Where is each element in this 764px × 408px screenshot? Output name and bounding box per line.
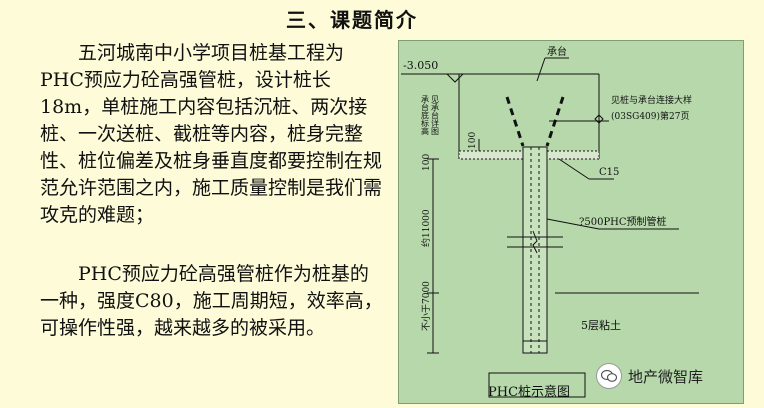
- dim-100a: 100: [468, 132, 478, 149]
- cap-label: 承台: [547, 45, 567, 58]
- connect-label-2: (03SG409)第27页: [611, 110, 689, 122]
- left-label-2: 见承台详图: [431, 95, 440, 136]
- len-label: 约11000: [420, 209, 432, 247]
- cap-leader: [536, 57, 546, 82]
- watermark-text: 地产微智库: [628, 367, 704, 386]
- pile-drawing: -3.050 承台 见桩与承台连接大样 (03SG409)第27页 承台底标高 …: [401, 45, 699, 398]
- c15-leader: [558, 158, 590, 180]
- break-zigzag: [532, 230, 538, 254]
- elevation-text: -3.050: [403, 59, 438, 72]
- diagram-caption: PHC桩示意图: [487, 385, 571, 400]
- connect-label-1: 见桩与承台连接大样: [611, 94, 692, 106]
- phc-paragraph: PHC预应力砼高强管桩作为桩基的一种，强度C80，施工周期短，效率高，可操作性强…: [40, 261, 385, 342]
- watermark: 地产微智库: [596, 362, 703, 390]
- soil-label: 5层粘土: [581, 318, 621, 332]
- phc-text: PHC预应力砼高强管桩作为桩基的一种，强度C80，施工周期短，效率高，可操作性强…: [40, 263, 383, 339]
- elevation-triangle: [445, 73, 465, 83]
- intro-paragraph: 五河城南中小学项目桩基工程为PHC预应力砼高强管桩，设计桩长18m，单桩施工内容…: [40, 40, 385, 229]
- intro-text: 五河城南中小学项目桩基工程为PHC预应力砼高强管桩，设计桩长18m，单桩施工内容…: [40, 42, 383, 226]
- phc-pile-diagram: -3.050 承台 见桩与承台连接大样 (03SG409)第27页 承台底标高 …: [398, 40, 744, 404]
- rebar-left: [505, 96, 525, 147]
- pile-label: ?500PHC预制管桩: [579, 215, 667, 228]
- len-label-2: 不小于7000: [421, 281, 432, 331]
- caption-box: [488, 372, 586, 398]
- pile-tip: [522, 340, 548, 354]
- left-label: 承台底标高: [421, 95, 430, 136]
- dim-100b: 100: [422, 154, 432, 171]
- section-title: 三、课题简介: [286, 8, 418, 32]
- c15-label: C15: [599, 167, 619, 178]
- wechat-icon: [596, 363, 622, 389]
- break-mark: [594, 114, 604, 124]
- pile-leader: [546, 218, 600, 230]
